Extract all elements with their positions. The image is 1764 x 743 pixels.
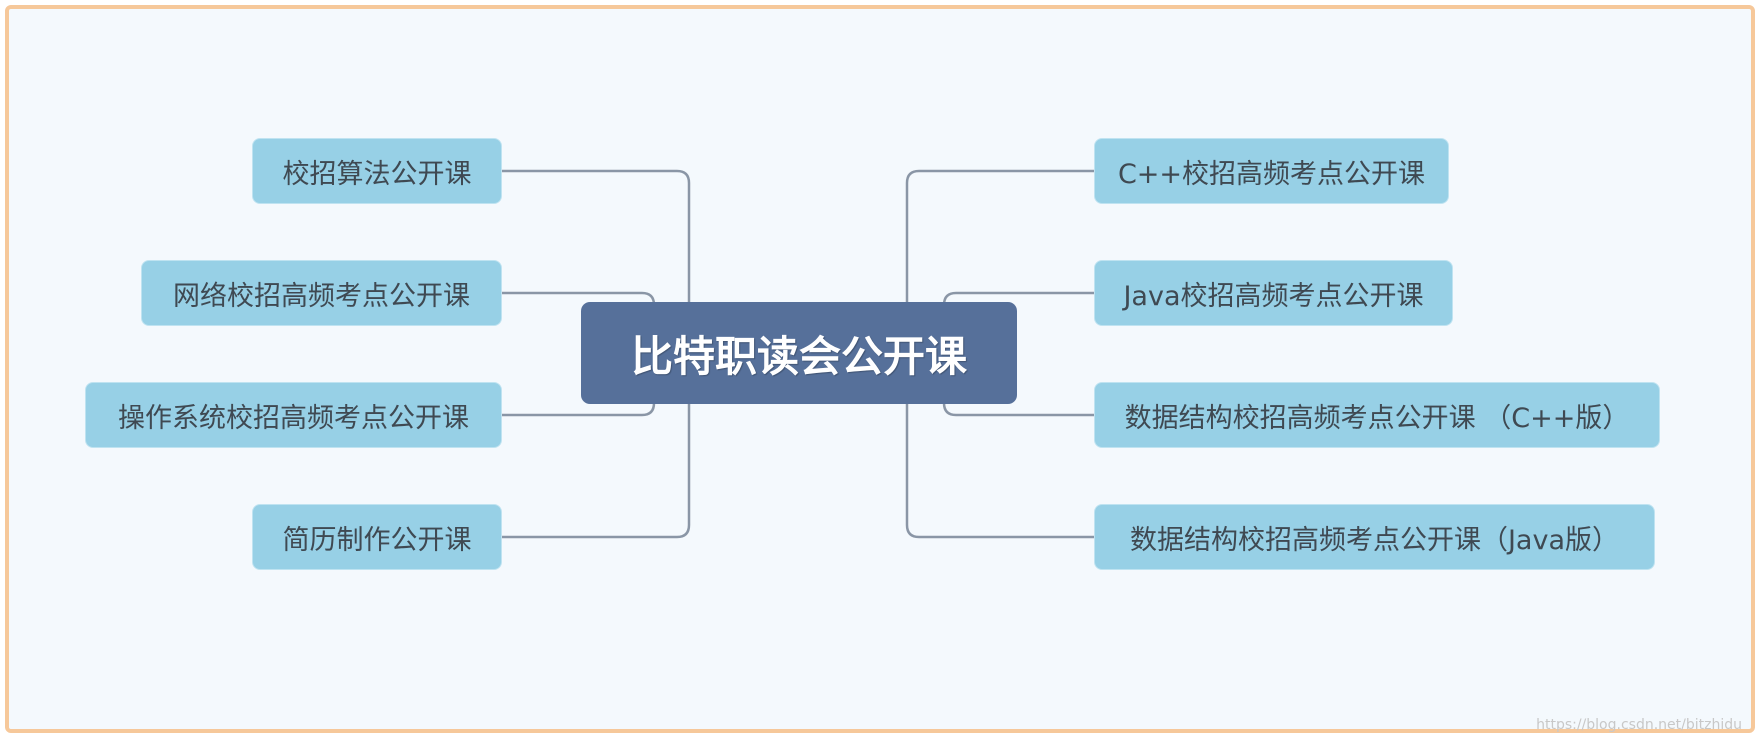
- watermark: https://blog.csdn.net/bitzhidu: [1536, 717, 1742, 733]
- left-node-3[interactable]: 操作系统校招高频考点公开课: [85, 382, 502, 448]
- right-node-4[interactable]: 数据结构校招高频考点公开课（Java版）: [1094, 504, 1655, 570]
- right-node-2[interactable]: Java校招高频考点公开课: [1094, 260, 1453, 326]
- right-node-1[interactable]: C++校招高频考点公开课: [1094, 138, 1449, 204]
- connector-right-3: [942, 402, 1094, 417]
- left-node-1[interactable]: 校招算法公开课: [252, 138, 502, 204]
- connector-left-1: [502, 169, 691, 302]
- left-node-4[interactable]: 简历制作公开课: [252, 504, 502, 570]
- connector-right-4: [905, 404, 1094, 539]
- left-node-2[interactable]: 网络校招高频考点公开课: [141, 260, 502, 326]
- connector-right-1: [905, 169, 1094, 302]
- center-node[interactable]: 比特职读会公开课: [581, 302, 1017, 404]
- connector-left-3: [502, 402, 656, 417]
- connector-left-4: [502, 404, 691, 539]
- right-node-3[interactable]: 数据结构校招高频考点公开课 （C++版）: [1094, 382, 1660, 448]
